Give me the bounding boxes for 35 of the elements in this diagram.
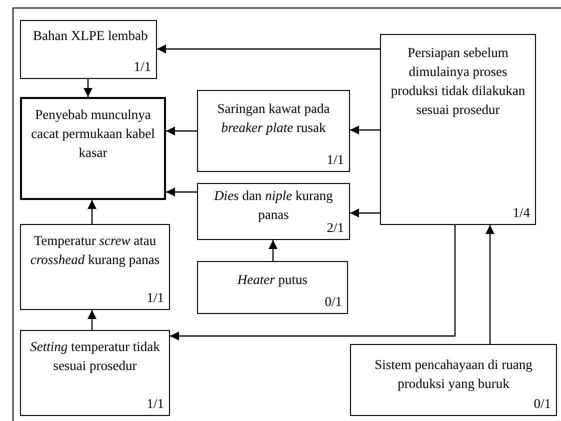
cause-box — [350, 344, 557, 416]
cause-text: Setting temperatur tidak sesuai prosedur — [29, 338, 161, 375]
effect-box — [20, 97, 166, 200]
cause-text: Persiapan sebelum dimulainya proses produksi tidak dilakukan sesuai prosedur — [390, 44, 526, 119]
count-label: 1/4 — [512, 204, 530, 222]
cause-box — [380, 34, 536, 225]
cause-text: Bahan XLPE lembab — [32, 27, 149, 45]
cause-text: Sistem pencahayaan di ruang produksi yang buruk — [374, 356, 534, 393]
cause-box — [197, 90, 350, 172]
arrow — [350, 126, 380, 134]
count-label: 1/1 — [146, 395, 164, 413]
arrow — [166, 188, 197, 196]
cause-text: Heater putus — [236, 271, 309, 289]
arrow — [88, 310, 96, 330]
cause-box — [20, 330, 170, 416]
cause-box — [20, 224, 170, 310]
cause-text: Temperatur screw atau crosshead kurang panas — [29, 232, 161, 269]
count-label: 1/1 — [326, 151, 344, 169]
arrow — [166, 126, 197, 136]
count-label: 1/1 — [146, 289, 164, 307]
cause-box — [197, 261, 348, 314]
arrow — [157, 44, 380, 54]
count-label: 0/1 — [534, 395, 551, 413]
cause-text: Saringan kawat pada breaker plate rusak — [216, 100, 331, 137]
cause-text: Penyebab munculnya cacat permukaan kabel kasar — [30, 106, 156, 162]
cause-box — [20, 20, 157, 79]
count-label: 0/1 — [324, 293, 342, 311]
count-label: 1/1 — [134, 58, 151, 76]
arrow — [88, 200, 96, 224]
arrow — [170, 225, 456, 340]
cause-box — [197, 183, 350, 240]
arrow — [350, 208, 380, 218]
arrow — [486, 225, 494, 344]
arrow — [268, 240, 278, 261]
arrow — [84, 79, 92, 97]
